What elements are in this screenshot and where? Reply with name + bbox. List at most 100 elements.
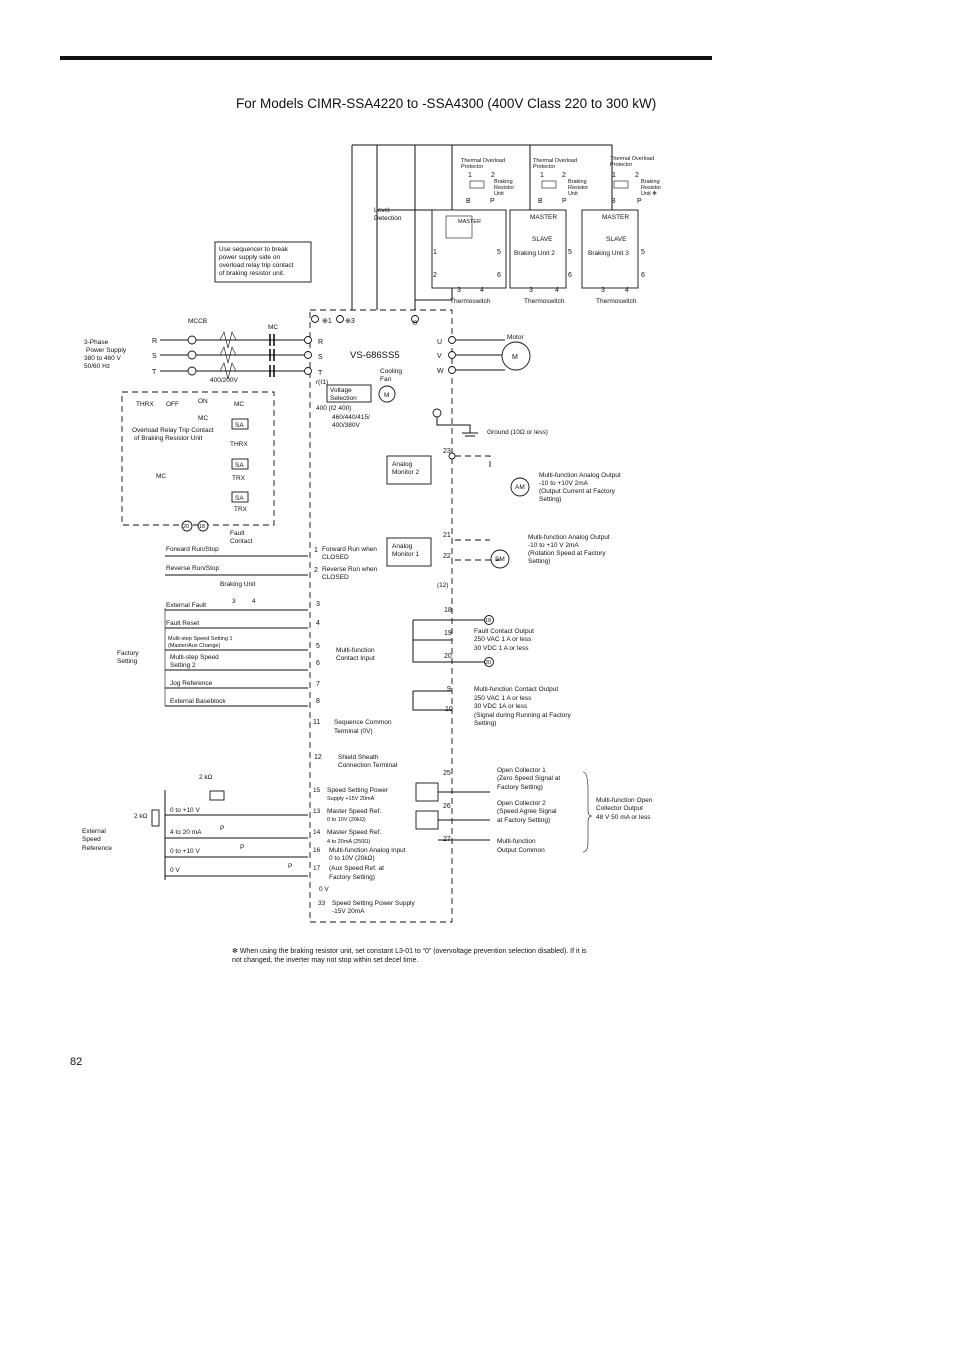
svg-text:Setting: Setting	[117, 658, 138, 665]
speed-reference: External Speed Reference 2 kΩ 2 kΩ 0 to …	[82, 774, 415, 915]
svg-text:power supply side on: power supply side on	[219, 254, 280, 261]
svg-text:5: 5	[497, 249, 501, 256]
voltage-selection: r(ℓ1) Voltage Selection 400 (ℓ2 400) 460…	[316, 368, 402, 429]
svg-text:4: 4	[625, 287, 629, 294]
power-input: 3-Phase Power Supply 380 to 460 V 50/60 …	[84, 318, 323, 380]
svg-text:6: 6	[568, 272, 572, 279]
svg-text:SLAVE: SLAVE	[606, 236, 627, 243]
bu1-thermo: Thermoswitch	[450, 298, 491, 305]
svg-text:T: T	[152, 369, 157, 376]
svg-text:(12): (12)	[437, 582, 449, 589]
svg-text:50/60 Hz: 50/60 Hz	[84, 363, 110, 370]
svg-text:(Zero Speed Signal at: (Zero Speed Signal at	[497, 775, 560, 782]
bu3-name: Braking Unit 3	[588, 250, 629, 257]
svg-text:SLAVE: SLAVE	[532, 236, 553, 243]
svg-text:22: 22	[443, 553, 451, 560]
svg-text:MCCB: MCCB	[188, 318, 207, 325]
svg-text:M: M	[512, 354, 518, 361]
svg-text:P: P	[220, 825, 224, 832]
svg-text:-15V 20mA: -15V 20mA	[332, 908, 365, 915]
svg-text:0 to 10V (20kΩ): 0 to 10V (20kΩ)	[329, 855, 375, 862]
svg-text:Multi-function Open: Multi-function Open	[596, 797, 653, 804]
svg-text:Terminal (0V): Terminal (0V)	[334, 728, 373, 735]
svg-text:250 VAC 1 A or less: 250 VAC 1 A or less	[474, 695, 532, 702]
svg-text:at Factory Setting): at Factory Setting)	[497, 817, 550, 824]
svg-text:Power Supply: Power Supply	[86, 347, 127, 354]
svg-text:U: U	[437, 339, 442, 346]
svg-text:3: 3	[232, 598, 236, 605]
svg-text:Unit: Unit	[568, 191, 578, 197]
svg-text:Reverse Run when: Reverse Run when	[322, 566, 378, 573]
svg-text:(Aux Speed Ref. at: (Aux Speed Ref. at	[329, 865, 384, 872]
motor-label: Motor	[507, 334, 524, 341]
bu1-resistor-1: Braking	[494, 179, 513, 185]
svg-text:16: 16	[313, 847, 321, 854]
inverter-outline	[309, 309, 453, 923]
svg-text:18: 18	[444, 607, 452, 614]
svg-text:Use sequencer to break: Use sequencer to break	[219, 246, 289, 253]
inverter-model: VS-686SS5	[350, 350, 400, 361]
svg-text:380 to 460 V: 380 to 460 V	[84, 355, 122, 362]
svg-text:⊕1: ⊕1	[322, 318, 332, 325]
svg-text:400/380V: 400/380V	[332, 422, 360, 429]
svg-text:Multi-function Analog Output: Multi-function Analog Output	[528, 534, 610, 541]
svg-text:MC: MC	[198, 415, 208, 422]
level-detection-1: Level	[374, 207, 390, 214]
svg-text:Sequence Common: Sequence Common	[334, 719, 392, 726]
svg-text:Monitor 2: Monitor 2	[392, 469, 419, 476]
svg-text:(Output Current at Factory: (Output Current at Factory	[539, 488, 616, 495]
motor-output: U V W M Motor	[437, 334, 531, 375]
svg-text:6: 6	[316, 660, 320, 667]
svg-text:27: 27	[443, 836, 451, 843]
svg-text:2 kΩ: 2 kΩ	[199, 774, 213, 781]
svg-text:Speed: Speed	[82, 836, 101, 843]
svg-text:TRX: TRX	[232, 475, 246, 482]
svg-text:overload relay trip contact: overload relay trip contact	[219, 262, 294, 269]
svg-text:Cooling: Cooling	[380, 368, 402, 375]
svg-text:Factory: Factory	[117, 650, 139, 657]
svg-text:V: V	[437, 353, 442, 360]
svg-text:Multi-function: Multi-function	[336, 647, 375, 654]
svg-text:3: 3	[316, 601, 320, 608]
svg-text:2 kΩ: 2 kΩ	[134, 813, 148, 820]
svg-text:(Rotation Speed at Factory: (Rotation Speed at Factory	[528, 550, 606, 557]
svg-text:23: 23	[443, 448, 451, 455]
svg-text:Thermal Overload: Thermal Overload	[533, 158, 577, 164]
svg-text:5: 5	[316, 643, 320, 650]
svg-text:TRX: TRX	[234, 506, 248, 513]
svg-text:MASTER: MASTER	[602, 214, 629, 221]
analog-monitor-2: Analog Monitor 2 23 AM Multi-function An…	[386, 448, 621, 503]
svg-text:Factory Setting): Factory Setting)	[497, 784, 543, 791]
svg-text:20: 20	[485, 660, 491, 666]
svg-text:MASTER: MASTER	[530, 214, 557, 221]
bu1-protector-1: Thermal Overload	[461, 158, 505, 164]
svg-text:P: P	[637, 198, 642, 205]
contact-outputs: (12) 18 19 20 18 20 Fault Contact Output…	[412, 582, 572, 727]
svg-text:Shield Sheath: Shield Sheath	[338, 754, 379, 761]
svg-text:Multi-function Analog Input: Multi-function Analog Input	[329, 847, 406, 854]
svg-text:r(ℓ1): r(ℓ1)	[316, 379, 328, 386]
svg-text:⊕3: ⊕3	[345, 318, 355, 325]
svg-text:ON: ON	[198, 398, 208, 405]
svg-text:20: 20	[183, 524, 189, 530]
svg-text:1: 1	[540, 172, 544, 179]
svg-text:S: S	[318, 354, 323, 361]
svg-text:2: 2	[491, 172, 495, 179]
svg-text:Multi-step Speed Setting 1: Multi-step Speed Setting 1	[168, 636, 233, 642]
svg-text:P: P	[562, 198, 567, 205]
svg-text:6: 6	[641, 272, 645, 279]
svg-text:4 to 20 mA: 4 to 20 mA	[170, 829, 202, 836]
svg-text:Braking: Braking	[641, 179, 660, 185]
svg-text:Braking: Braking	[568, 179, 587, 185]
svg-text:2: 2	[433, 272, 437, 279]
svg-text:1: 1	[433, 249, 437, 256]
svg-text:Resistor: Resistor	[641, 185, 661, 191]
svg-text:External: External	[82, 828, 106, 835]
svg-text:Supply +15V 20mA: Supply +15V 20mA	[327, 796, 375, 802]
svg-text:Contact Input: Contact Input	[336, 655, 375, 662]
bu1-protector-2: Protector	[461, 164, 483, 170]
svg-text:-10 to +10 V 2mA: -10 to +10 V 2mA	[528, 542, 579, 549]
svg-text:460/440/415/: 460/440/415/	[332, 414, 370, 421]
